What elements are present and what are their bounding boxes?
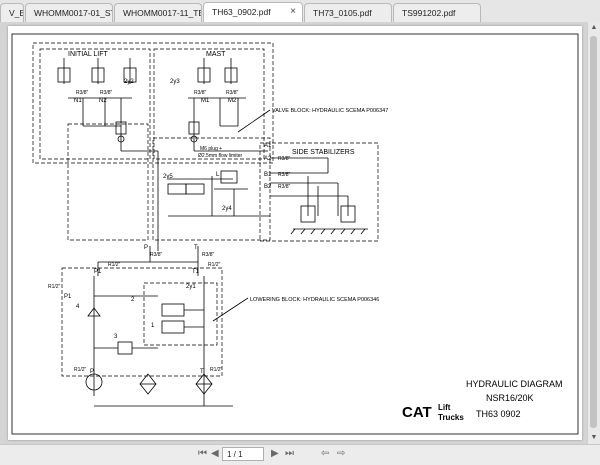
valve-2y1: 2y1 <box>186 284 196 290</box>
tab-label: TH73_0105.pdf <box>313 8 372 18</box>
tab-label: TH63_0902.pdf <box>212 7 271 17</box>
scroll-thumb[interactable] <box>590 36 597 428</box>
close-icon[interactable]: × <box>290 6 296 17</box>
item-4: 4 <box>76 304 80 310</box>
tab-5[interactable]: TH73_0105.pdf <box>304 3 392 22</box>
back-icon[interactable]: ⇦ <box>321 448 330 459</box>
flow-limiter-label: Ø2.5mm flow limiter <box>198 153 243 159</box>
valve-2y5: 2y5 <box>163 174 173 180</box>
tab-label: WHOMM0017-01_ST... <box>34 8 112 18</box>
item-1: 1 <box>151 323 155 329</box>
port-l: L <box>216 172 220 178</box>
prev-page-icon[interactable]: ◀ <box>211 448 219 459</box>
hydraulic-diagram: INITIAL LIFT MAST VALVE BLOCK: HYDRAULIC… <box>11 33 579 435</box>
r38-label: R3/8" <box>278 184 291 190</box>
r38-label: R3/8" <box>278 156 291 162</box>
tab-4-active[interactable]: TH63_0902.pdf × <box>203 2 303 23</box>
valve-2y2: 2y2 <box>124 79 134 85</box>
scroll-down-icon[interactable]: ▼ <box>590 434 598 441</box>
port-n2: N2 <box>99 98 107 104</box>
tab-bar: V_E... WHOMM0017-01_ST... WHOMM0017-11_T… <box>0 0 600 23</box>
lowering-block-label: LOWERING BLOCK: HYDRAULIC SCEMA P006346 <box>250 297 379 303</box>
tab-2[interactable]: WHOMM0017-01_ST... <box>25 3 113 22</box>
r38-label: R3/8" <box>194 90 207 96</box>
r12-label: R1/2" <box>208 262 221 268</box>
r38-label: R3/8" <box>226 90 239 96</box>
tab-6[interactable]: TS991202.pdf <box>393 3 481 22</box>
navigation-toolbar: ⏮ ◀ 1 / 1 ▶ ⏭ ⇦ ⇨ <box>0 444 600 465</box>
tab-label: TS991202.pdf <box>402 8 456 18</box>
port-a2: A2 <box>264 156 272 162</box>
valve-2y4: 2y4 <box>222 206 232 212</box>
r12-label: R1/2" <box>48 284 61 290</box>
forward-icon[interactable]: ⇨ <box>337 448 346 459</box>
port-p-low: P <box>90 369 94 375</box>
logo-trucks: Trucks <box>438 413 464 422</box>
title-block: HYDRAULIC DIAGRAM NSR16/20K CAT Lift Tru… <box>402 379 563 422</box>
port-a1: A1 <box>264 143 272 149</box>
cat-logo: CAT <box>402 404 432 421</box>
mast-label: MAST <box>206 51 226 58</box>
document-viewer: INITIAL LIFT MAST VALVE BLOCK: HYDRAULIC… <box>0 22 600 444</box>
r38-label: R3/8" <box>202 252 215 258</box>
valve-2y3: 2y3 <box>170 79 180 85</box>
r38-label: R3/8" <box>76 90 89 96</box>
tab-1[interactable]: V_E... <box>0 3 24 22</box>
port-t-low: T <box>200 369 204 375</box>
port-m1: M1 <box>201 98 210 104</box>
tab-3[interactable]: WHOMM0017-11_TE... <box>114 3 202 22</box>
r38-label: R3/8" <box>278 172 291 178</box>
port-b1: B1 <box>264 172 272 178</box>
item-3: 3 <box>114 334 118 340</box>
port-p1-inner: P1 <box>64 294 72 300</box>
first-page-icon[interactable]: ⏮ <box>198 448 207 459</box>
pdf-page: INITIAL LIFT MAST VALVE BLOCK: HYDRAULIC… <box>8 26 582 440</box>
port-t: T <box>194 245 198 251</box>
item-2: 2 <box>131 297 135 303</box>
drawing-code: TH63 0902 <box>476 409 521 419</box>
r12-label: R1/2" <box>108 262 121 268</box>
scroll-up-icon[interactable]: ▲ <box>590 24 598 31</box>
last-page-icon[interactable]: ⏭ <box>285 448 294 459</box>
port-m2: M2 <box>228 98 237 104</box>
valve-block-label: VALVE BLOCK: HYDRAULIC SCEMA P006347 <box>272 108 388 114</box>
side-stabilizers-label: SIDE STABILIZERS <box>292 149 355 156</box>
port-t1: T1 <box>192 269 200 275</box>
port-p: P <box>144 245 148 251</box>
r12-label: R1/2" <box>210 367 223 373</box>
tab-label: V_E... <box>9 8 24 18</box>
initial-lift-label: INITIAL LIFT <box>68 51 109 58</box>
page-number-input[interactable]: 1 / 1 <box>222 447 264 461</box>
r12-label: R1/2" <box>74 367 87 373</box>
plug-label: M6 plug + <box>200 146 222 152</box>
r38-label: R3/8" <box>100 90 113 96</box>
logo-lift: Lift <box>438 403 451 412</box>
port-p1: P1 <box>94 269 102 275</box>
diagram-title: HYDRAULIC DIAGRAM <box>466 379 563 389</box>
model-number: NSR16/20K <box>486 393 534 403</box>
tab-label: WHOMM0017-11_TE... <box>123 8 201 18</box>
port-b2: B2 <box>264 184 272 190</box>
vertical-scrollbar[interactable]: ▲ ▼ <box>587 22 600 444</box>
next-page-icon[interactable]: ▶ <box>271 448 279 459</box>
r38-label: R3/8" <box>150 252 163 258</box>
port-n1: N1 <box>74 98 82 104</box>
